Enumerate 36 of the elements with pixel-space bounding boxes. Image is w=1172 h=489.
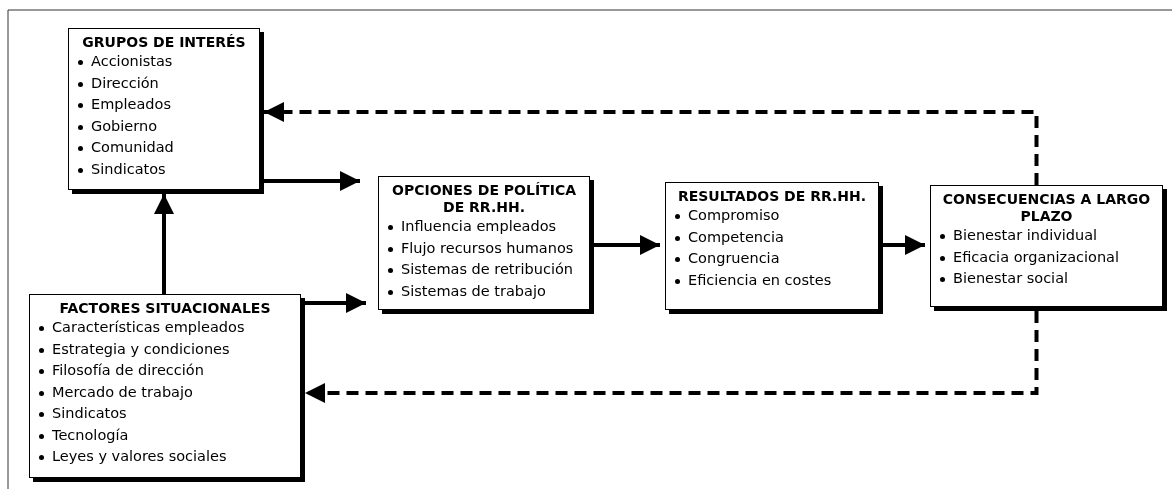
list-item-text: Competencia [688, 228, 784, 245]
list-item-text: Leyes y valores sociales [52, 448, 227, 464]
list-item-text: Sindicatos [91, 160, 166, 177]
box-heading: FACTORES SITUACIONALES [58, 300, 272, 317]
box-heading: OPCIONES DE POLÍTICA DE RR.HH. [391, 182, 577, 216]
list-item-text: Influencia empleados [401, 218, 557, 234]
arrow [594, 235, 660, 255]
list-item-text: Eficacia organizacional [953, 248, 1119, 265]
feedback-arrow [305, 311, 1039, 403]
list-item-text: Comunidad [91, 139, 174, 155]
arrow [883, 235, 925, 255]
list-item-text: Congruencia [688, 250, 780, 266]
list-item-text: Flujo recursos humanos [401, 239, 574, 256]
feedback-arrow [264, 102, 1039, 185]
list-item-text: Sistemas de trabajo [401, 282, 546, 299]
arrow [154, 194, 174, 294]
list-item-text: Gobierno [91, 117, 158, 134]
list-item-text: Características empleados [52, 319, 245, 335]
box-heading: GRUPOS DE INTERÉS [81, 34, 247, 51]
list-item-text: Filosofía de dirección [52, 362, 204, 378]
box-heading: CONSECUENCIAS A LARGO PLAZO [941, 191, 1152, 225]
arrow [305, 293, 366, 313]
list-item-text: Compromiso [688, 207, 780, 223]
list-item-text: Estrategia y condiciones [52, 340, 230, 357]
list-item-text: Sistemas de retribución [401, 261, 573, 277]
list-item-text: Accionistas [91, 53, 173, 69]
list-item-text: Bienestar individual [953, 227, 1098, 243]
list-item-text: Eficiencia en costes [688, 271, 832, 288]
list-item-text: Mercado de trabajo [52, 383, 193, 400]
list-item-text: Bienestar social [953, 270, 1069, 286]
list-item-text: Sindicatos [52, 405, 127, 421]
box-heading: RESULTADOS DE RR.HH. [676, 188, 868, 205]
list-item-text: Empleados [91, 96, 171, 112]
list-item-text: Tecnología [52, 426, 129, 443]
arrow [264, 171, 360, 191]
list-item-text: Dirección [91, 74, 159, 91]
